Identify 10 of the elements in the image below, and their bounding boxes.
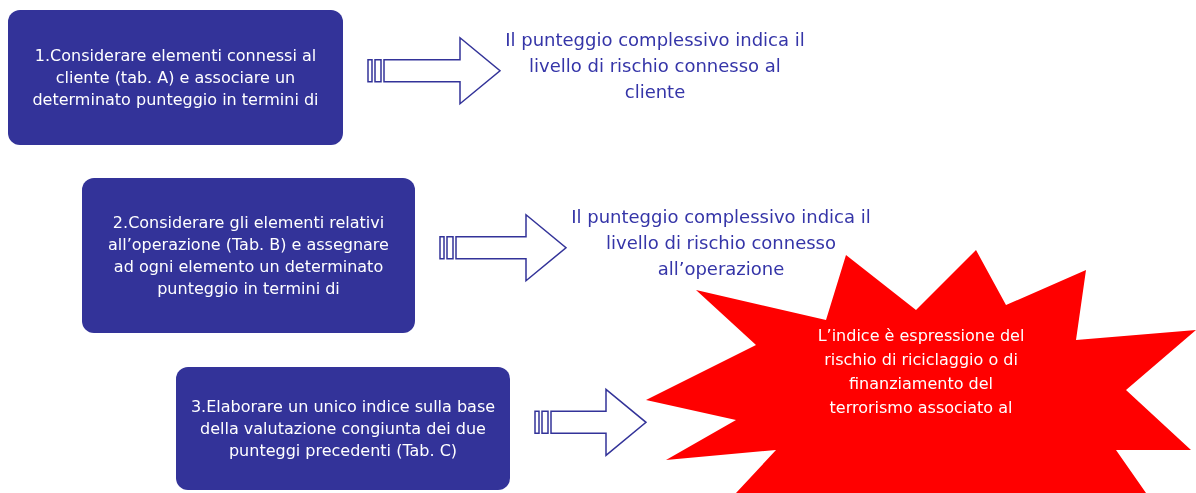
block-arrow (439, 213, 568, 283)
starburst-shape (646, 250, 1196, 493)
step-box: 1.Considerare elementi connessi al cliente (tab. A) e associare un determinato punteggio in termini di (8, 10, 343, 145)
starburst-text: L’indice è espressione del rischio di riciclaggio o di finanziamento del terrorismo associato al (816, 324, 1026, 419)
step-box: 3.Elaborare un unico indice sulla base della valutazione congiunta dei due punteggi precedenti (Tab. C) (176, 367, 510, 490)
block-arrow (534, 387, 648, 457)
result-text: Il punteggio complessivo indica il livello di rischio connesso al cliente (500, 18, 810, 114)
block-arrow (367, 36, 502, 106)
result-text: Il punteggio complessivo indica il livello di rischio connesso all’operazione (566, 195, 876, 291)
step-box: 2.Considerare gli elementi relativi all’operazione (Tab. B) e assegnare ad ogni elemento un determinato punteggio in termini di (82, 178, 415, 333)
